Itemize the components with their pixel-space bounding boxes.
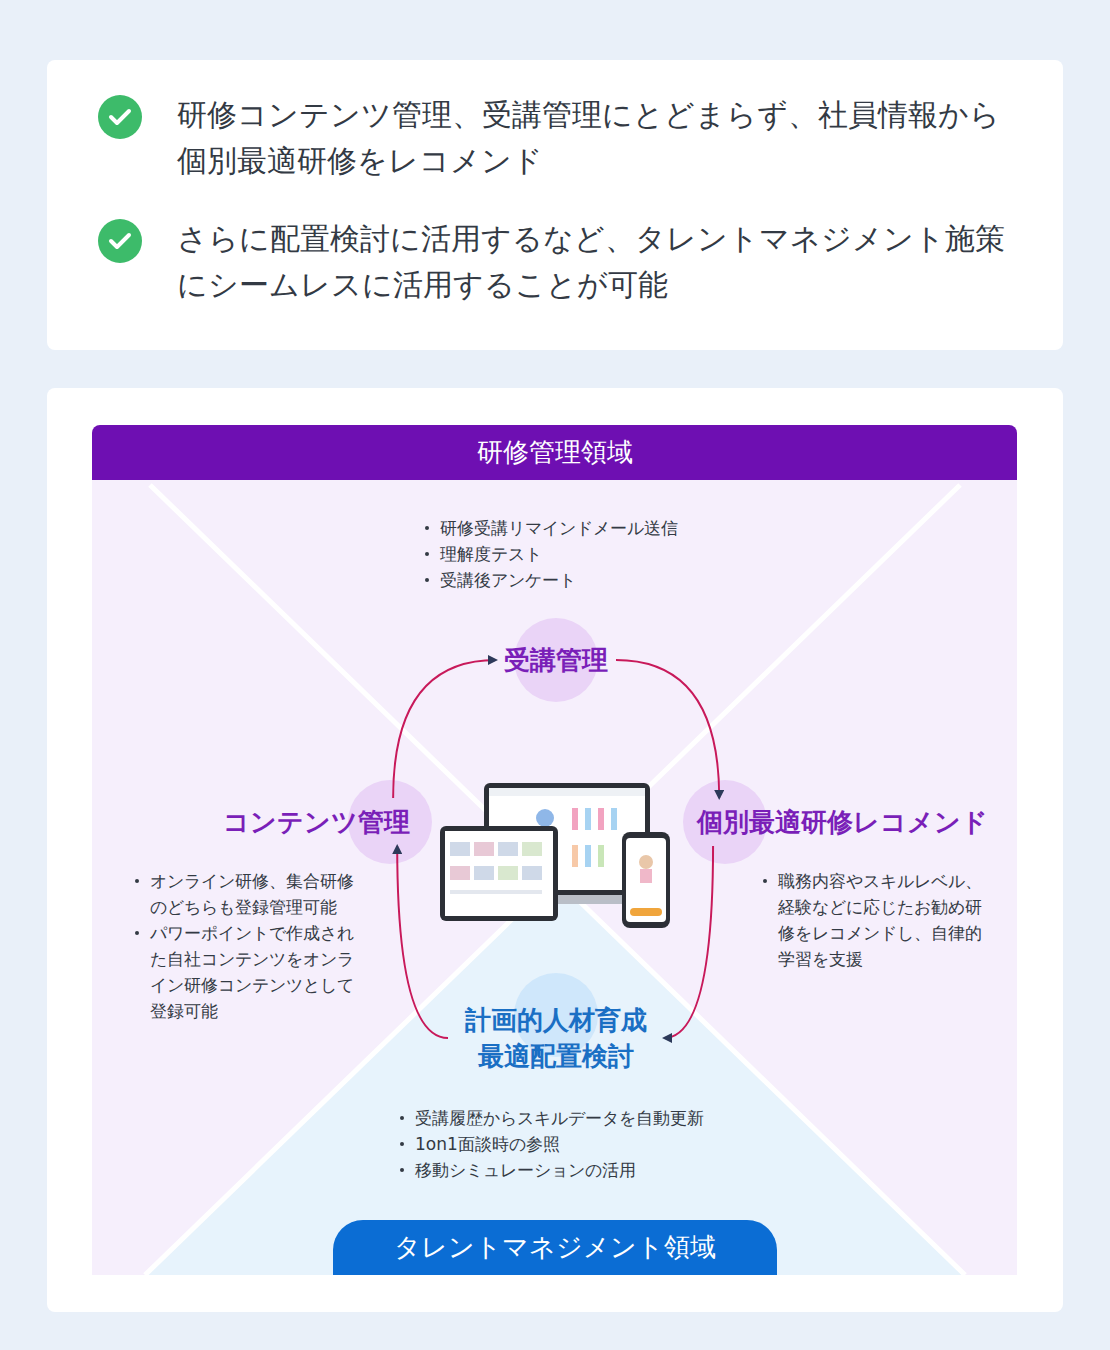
bullet-item: 1on1面談時の参照 (395, 1131, 765, 1157)
region-heading: タレントマネジメント領域 (394, 1230, 716, 1265)
bullet-item: パワーポイントで作成された自社コンテンツをオンライン研修コンテンツとして登録可能 (130, 920, 370, 1024)
bullet-list: 研修受講リマインドメール送信理解度テスト受講後アンケート (420, 515, 740, 593)
bullet-list: 職務内容やスキルレベル、経験などに応じたお勧め研修をレコメンドし、自律的学習を支… (758, 868, 994, 972)
node-heading: 個別最適研修レコメンド (689, 798, 996, 846)
feature-text: さらに配置検討に活用するなど、タレントマネジメント施策にシームレスに活用すること… (177, 216, 1027, 308)
cycle-arrow (397, 846, 448, 1038)
region-heading: 研修管理領域 (92, 425, 1017, 480)
bullet-item: 職務内容やスキルレベル、経験などに応じたお勧め研修をレコメンドし、自律的学習を支… (758, 868, 994, 972)
region-panel: 研修管理領域受講管理研修受講リマインドメール送信理解度テスト受講後アンケートコン… (92, 425, 1017, 1275)
bullet-item: 研修受講リマインドメール送信 (420, 515, 740, 541)
region-pill: タレントマネジメント領域 (333, 1220, 777, 1275)
feature-text: 研修コンテンツ管理、受講管理にとどまらず、社員情報から個別最適研修をレコメンド (177, 92, 1027, 184)
process-circle: 個別最適研修レコメンド職務内容やスキルレベル、経験などに応じたお勧め研修をレコメ… (689, 798, 996, 846)
process-circle: コンテンツ管理オンライン研修、集合研修のどちらも登録管理可能パワーポイントで作成… (215, 798, 418, 846)
cycle-arrow (393, 660, 496, 798)
cycle-arrow (616, 660, 719, 798)
node-heading: コンテンツ管理 (215, 798, 418, 846)
process-circle: 計画的人材育成 最適配置検討受講履歴からスキルデータを自動更新1on1面談時の参… (448, 996, 664, 1080)
node-heading: 受講管理 (496, 636, 616, 684)
bullet-item: 移動シミュレーションの活用 (395, 1157, 765, 1183)
node-heading: 計画的人材育成 最適配置検討 (448, 996, 664, 1080)
bullet-list: 受講履歴からスキルデータを自動更新1on1面談時の参照移動シミュレーションの活用 (395, 1105, 765, 1183)
bullet-list: オンライン研修、集合研修のどちらも登録管理可能パワーポイントで作成された自社コン… (130, 868, 370, 1024)
bullet-item: オンライン研修、集合研修のどちらも登録管理可能 (130, 868, 370, 920)
bullet-item: 受講後アンケート (420, 567, 740, 593)
bullet-item: 理解度テスト (420, 541, 740, 567)
process-circle: 受講管理研修受講リマインドメール送信理解度テスト受講後アンケート (496, 636, 616, 684)
cycle-arrow (664, 846, 713, 1038)
bullet-item: 受講履歴からスキルデータを自動更新 (395, 1105, 765, 1131)
